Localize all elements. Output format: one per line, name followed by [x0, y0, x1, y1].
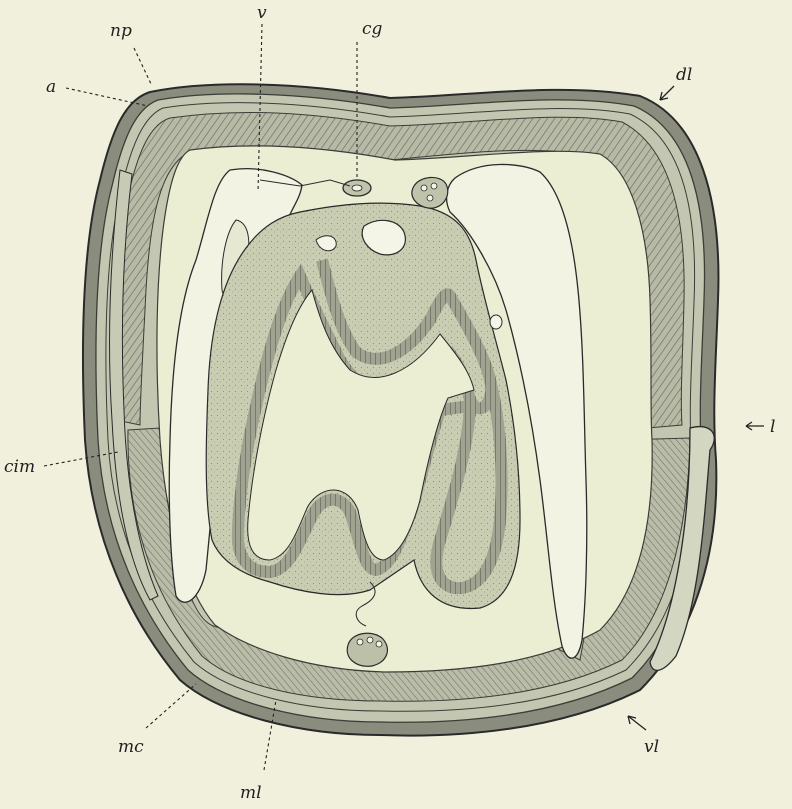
arrow-l: [746, 422, 764, 430]
label-dl: dl: [676, 65, 692, 85]
label-l: l: [770, 417, 775, 437]
lateral-ganglion-cluster: [412, 177, 448, 208]
cluster-cell-2: [431, 183, 437, 189]
label-v: v: [257, 3, 267, 23]
leader-np: [134, 48, 152, 86]
label-mc: mc: [118, 737, 144, 757]
central-organ: [206, 203, 520, 608]
label-vl: vl: [644, 737, 659, 757]
label-a: a: [46, 77, 56, 97]
label-cim: cim: [4, 457, 35, 477]
nerve-cell-3: [376, 641, 382, 647]
cluster-cell-3: [427, 195, 433, 201]
label-np: np: [110, 21, 132, 41]
small-lumen-right: [490, 315, 502, 329]
cluster-cell-1: [421, 185, 427, 191]
arrow-dl: [660, 86, 674, 100]
label-cg: cg: [362, 19, 383, 39]
arrow-vl: [628, 716, 646, 730]
nerve-cell-2: [367, 637, 373, 643]
label-ml: ml: [240, 783, 262, 803]
nerve-cell-1: [357, 639, 363, 645]
ganglion-cell: [352, 185, 362, 191]
leader-mc: [146, 684, 196, 728]
